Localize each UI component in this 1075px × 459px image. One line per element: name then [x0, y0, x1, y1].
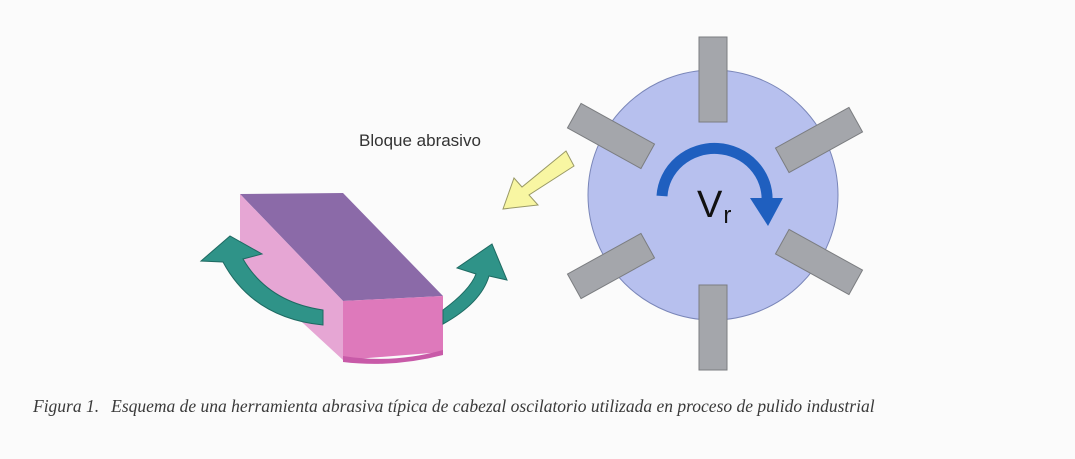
abrasive-block-front-face: [343, 296, 443, 360]
abrasive-segment: [698, 36, 728, 123]
abrasive-block: [240, 193, 443, 364]
velocity-subscript: r: [723, 202, 732, 229]
figure-caption: Figura 1. Esquema de una herramienta abra…: [33, 396, 1053, 417]
abrasive-segments: [566, 36, 864, 371]
caption-text: Esquema de una herramienta abrasiva típi…: [111, 396, 875, 416]
abrasive-block-bottom-edge: [343, 350, 443, 364]
abrasive-segment: [774, 106, 864, 174]
oscillation-arrow-right: [442, 243, 508, 325]
rotation-velocity-label: Vr: [697, 186, 731, 228]
velocity-symbol: V: [697, 184, 723, 226]
pointer-arrow: [502, 150, 575, 210]
rotation-arrow: [656, 143, 773, 203]
block-label: Bloque abrasivo: [359, 131, 481, 150]
abrasive-segment: [698, 284, 728, 371]
abrasive-segment: [566, 102, 656, 170]
figure-number: Figura 1.: [33, 396, 100, 416]
oscillation-arrow-left: [199, 235, 324, 326]
abrasive-segment: [774, 228, 864, 296]
oscillating-head: [566, 36, 864, 371]
abrasive-segment: [566, 232, 656, 300]
abrasive-block-top-face: [240, 193, 443, 301]
rotation-arrowhead: [750, 198, 783, 226]
